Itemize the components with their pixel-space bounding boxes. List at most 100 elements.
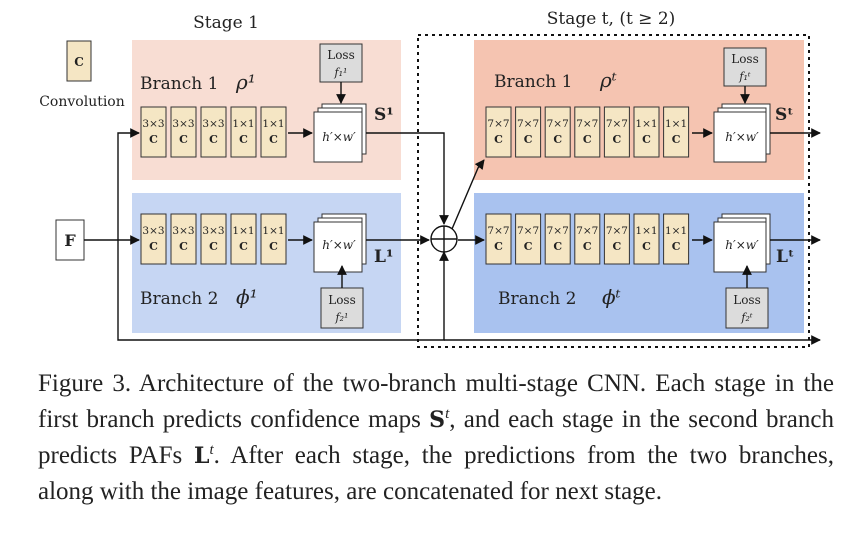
stage1-branch2-conv-kernel: 1×1 xyxy=(232,225,254,237)
staget-frame xyxy=(417,34,810,348)
staget-branch1-conv-letter: C xyxy=(642,133,651,146)
staget-branch2-conv-block xyxy=(574,213,601,265)
staget-branch1-conv-letter: C xyxy=(613,133,622,146)
staget-branch1-conv-block xyxy=(544,106,571,158)
staget-branch2-conv-block xyxy=(603,213,630,265)
stage1-branch2-conv-kernel: 1×1 xyxy=(262,225,284,237)
stage1-branch1-symbol: ρ¹ xyxy=(235,70,256,94)
stage1-branch2-conv-kernel: 3×3 xyxy=(142,225,164,237)
staget-branch1-conv-kernel: 1×1 xyxy=(635,118,657,130)
staget-branch1-conv-kernel: 7×7 xyxy=(576,118,598,130)
stage1-branch1-feature-maps: h′×w′ xyxy=(313,103,367,163)
staget-branch1-conv-block xyxy=(603,106,630,158)
staget-branch2-conv-kernel: 7×7 xyxy=(606,225,628,237)
legend-conv-letter: C xyxy=(74,55,84,69)
staget-branch2-feature-label: h′×w′ xyxy=(725,238,759,252)
staget-branch1-conv-block xyxy=(515,106,542,158)
staget-branch1-conv-letter: C xyxy=(583,133,592,146)
staget-branch2-conv-letter: C xyxy=(524,240,533,253)
stage1-branch2-conv-layers: 3×3C3×3C3×3C1×1C1×1C xyxy=(140,213,287,265)
staget-branch1-label: Branch 1 xyxy=(494,72,572,92)
stage1-branch2-conv-letter: C xyxy=(269,240,278,253)
staget-branch1-conv-letter: C xyxy=(524,133,533,146)
svg-text:Loss: Loss xyxy=(731,52,759,66)
stage1-branch1-conv-letter: C xyxy=(149,133,158,146)
legend-conv-label: Convolution xyxy=(39,94,125,110)
staget-title: Stage t, (t ≥ 2) xyxy=(547,9,676,29)
connectors xyxy=(84,82,821,345)
stage1-branch2-symbol: ϕ¹ xyxy=(236,285,258,309)
staget-branch2-conv-block xyxy=(663,213,690,265)
staget-branch2-conv-letter: C xyxy=(642,240,651,253)
stage1-branch1-conv-block xyxy=(170,106,197,158)
stage1-branch2-conv-letter: C xyxy=(209,240,218,253)
stage1-branch2-label: Branch 2 xyxy=(140,289,218,309)
stage1-branch1-conv-block xyxy=(200,106,227,158)
stage1-output-s: S¹ xyxy=(374,105,394,125)
stage1-loss-bottom: Loss f₂¹ xyxy=(320,287,364,329)
staget-branch2-symbol: ϕᵗ xyxy=(602,285,621,309)
staget-branch2-conv-letter: C xyxy=(494,240,503,253)
staget-branch2-conv-letter: C xyxy=(583,240,592,253)
staget-branch2-conv-kernel: 7×7 xyxy=(517,225,539,237)
svg-text:f₂¹: f₂¹ xyxy=(335,311,349,324)
svg-text:Loss: Loss xyxy=(327,48,355,62)
stage1-branch1-conv-kernel: 3×3 xyxy=(172,118,194,130)
stage1-branch1-conv-letter: C xyxy=(179,133,188,146)
staget-branch2-conv-layers: 7×7C7×7C7×7C7×7C7×7C1×1C1×1C xyxy=(485,213,690,265)
staget-branch2-conv-kernel: 1×1 xyxy=(665,225,687,237)
staget-branch2-conv-block xyxy=(485,213,512,265)
staget-branch1-conv-block xyxy=(574,106,601,158)
staget-branch1-conv-kernel: 7×7 xyxy=(606,118,628,130)
staget-branch2-conv-letter: C xyxy=(553,240,562,253)
staget-branch2-conv-kernel: 7×7 xyxy=(547,225,569,237)
svg-text:f₁¹: f₁¹ xyxy=(334,66,348,79)
stage1-title: Stage 1 xyxy=(193,13,259,33)
staget-branch1-conv-layers: 7×7C7×7C7×7C7×7C7×7C1×1C1×1C xyxy=(485,106,690,158)
stage1-branch1-conv-layers: 3×3C3×3C3×3C1×1C1×1C xyxy=(140,106,287,158)
stage1-branch1-conv-block xyxy=(140,106,167,158)
svg-text:Loss: Loss xyxy=(328,293,356,307)
stage1-branch2-conv-letter: C xyxy=(239,240,248,253)
svg-text:Loss: Loss xyxy=(733,293,761,307)
staget-branch2-conv-letter: C xyxy=(613,240,622,253)
stage1-branch1-conv-block xyxy=(260,106,287,158)
stage1-branch1-conv-letter: C xyxy=(239,133,248,146)
staget-branch1-conv-letter: C xyxy=(672,133,681,146)
stage1-branch2-feature-maps: h′×w′ xyxy=(313,213,367,273)
staget-branch2-label: Branch 2 xyxy=(498,289,576,309)
staget-output-s: Sᵗ xyxy=(775,105,794,125)
staget-branch2-conv-kernel: 7×7 xyxy=(487,225,509,237)
staget-loss-top: Loss f₁ᵗ xyxy=(723,47,767,87)
stage1-branch2-conv-block xyxy=(140,213,167,265)
staget-branch1-conv-kernel: 7×7 xyxy=(487,118,509,130)
stage1-branch1-conv-kernel: 3×3 xyxy=(142,118,164,130)
legend-conv-block xyxy=(66,40,92,82)
figure-caption: Figure 3. Architecture of the two-branch… xyxy=(38,370,835,505)
staget-branch1-conv-letter: C xyxy=(494,133,503,146)
architecture-diagram: Stage 1 Stage t, (t ≥ 2) C Convolution B… xyxy=(39,9,821,348)
staget-branch2-conv-block xyxy=(633,213,660,265)
staget-branch1-conv-block xyxy=(485,106,512,158)
stage1-branch1-feature-label: h′×w′ xyxy=(322,130,356,144)
svg-text:f₁ᵗ: f₁ᵗ xyxy=(738,70,750,83)
stage1-branch1-conv-block xyxy=(230,106,257,158)
stage1-output-l: L¹ xyxy=(374,247,393,267)
stage1-branch2-conv-block xyxy=(200,213,227,265)
svg-text:f₂ᵗ: f₂ᵗ xyxy=(740,311,752,324)
stage1-branch1-label: Branch 1 xyxy=(140,74,218,94)
stage1-branch1-conv-kernel: 3×3 xyxy=(202,118,224,130)
stage1-branch2-feature-label: h′×w′ xyxy=(322,238,356,252)
stage1-branch1-conv-kernel: 1×1 xyxy=(232,118,254,130)
staget-branch1-conv-letter: C xyxy=(553,133,562,146)
stage1-branch2-conv-kernel: 3×3 xyxy=(172,225,194,237)
staget-branch1-conv-block xyxy=(633,106,660,158)
stage1-branch2-conv-letter: C xyxy=(179,240,188,253)
stage1-loss-top: Loss f₁¹ xyxy=(319,43,363,83)
stage1-branch2-conv-letter: C xyxy=(149,240,158,253)
staget-branch1-feature-label: h′×w′ xyxy=(725,130,759,144)
staget-branch2-conv-block xyxy=(544,213,571,265)
concat-node xyxy=(430,225,458,253)
staget-branch1-conv-block xyxy=(663,106,690,158)
staget-branch1-conv-kernel: 1×1 xyxy=(665,118,687,130)
